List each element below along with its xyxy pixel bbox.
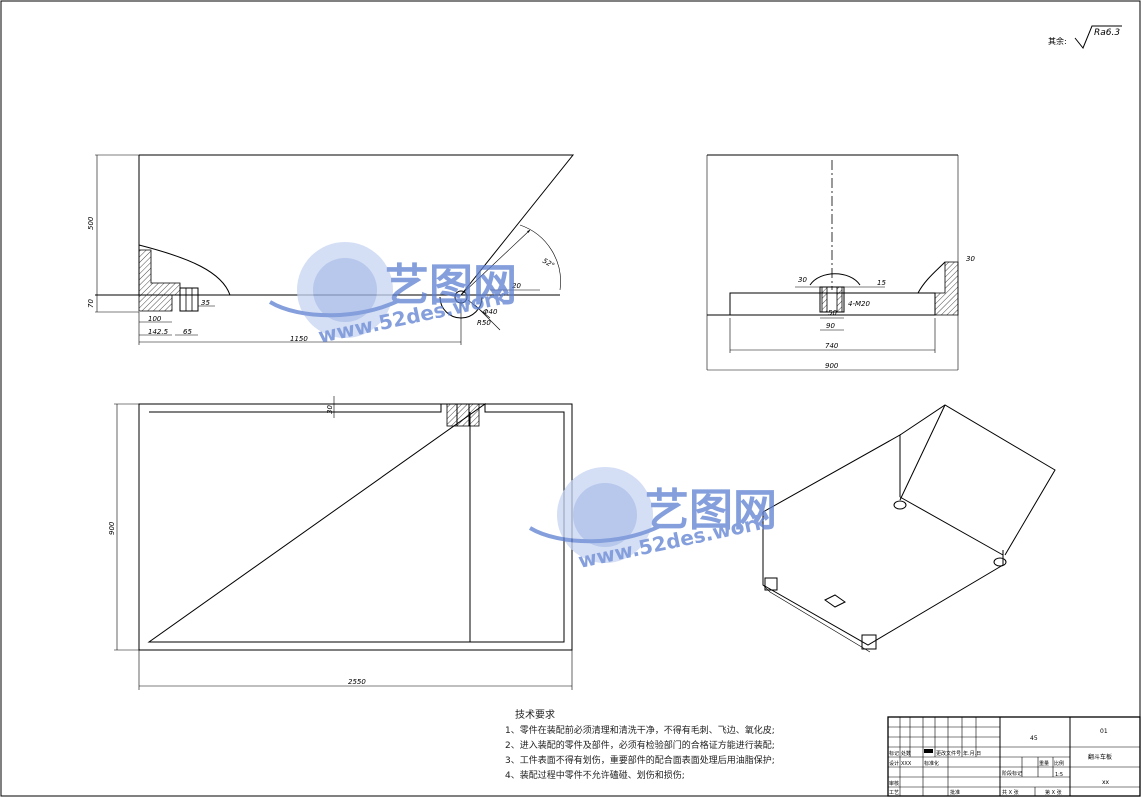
svg-text:R50: R50 bbox=[477, 319, 491, 327]
svg-text:比例: 比例 bbox=[1054, 760, 1064, 767]
svg-text:设计: 设计 bbox=[889, 760, 899, 767]
svg-text:技术要求: 技术要求 bbox=[515, 708, 555, 721]
svg-text:艺图网: 艺图网 bbox=[645, 485, 777, 536]
title-block: 标记 处数 更改文件号 年.月.日 设计 XXX 标准化 审核 工艺 批准 45… bbox=[887, 716, 1141, 797]
svg-text:100: 100 bbox=[148, 315, 162, 323]
svg-text:1150: 1150 bbox=[290, 335, 308, 343]
svg-text:xx: xx bbox=[1102, 779, 1110, 786]
svg-text:年.月.日: 年.月.日 bbox=[963, 750, 981, 757]
svg-text:艺图网: 艺图网 bbox=[385, 260, 517, 311]
svg-text:标准化: 标准化 bbox=[924, 760, 939, 767]
svg-text:Φ40: Φ40 bbox=[483, 308, 498, 316]
svg-text:标记: 标记 bbox=[889, 750, 899, 757]
svg-text:90: 90 bbox=[826, 322, 835, 330]
svg-text:3、工件表面不得有划伤，重要部件的配合面表面处理后用油脂保护: 3、工件表面不得有划伤，重要部件的配合面表面处理后用油脂保护; bbox=[505, 754, 775, 766]
svg-text:900: 900 bbox=[825, 362, 839, 370]
svg-text:740: 740 bbox=[825, 342, 839, 350]
svg-text:52°: 52° bbox=[541, 257, 556, 270]
svg-text:共 X 张: 共 X 张 bbox=[1002, 789, 1019, 796]
roughness-symbol: 其余: Ra6.3 bbox=[1048, 25, 1122, 49]
watermark-1: 艺图网 www.52des.work bbox=[268, 242, 517, 348]
side-section-hatch bbox=[934, 261, 959, 316]
front-view: 500 70 35 100 142.5 65 1150 52° 20 Φ40 R… bbox=[87, 154, 575, 345]
svg-text:70: 70 bbox=[87, 299, 95, 308]
svg-text:4、装配过程中零件不允许磕碰、划伤和损伤;: 4、装配过程中零件不允许磕碰、划伤和损伤; bbox=[505, 769, 685, 781]
svg-text:35: 35 bbox=[201, 299, 210, 307]
svg-text:审核: 审核 bbox=[889, 780, 899, 787]
front-section-hatch bbox=[138, 249, 181, 312]
svg-text:工艺: 工艺 bbox=[889, 790, 899, 796]
svg-text:第 X 张: 第 X 张 bbox=[1045, 789, 1062, 796]
svg-text:500: 500 bbox=[87, 216, 95, 230]
svg-text:处数: 处数 bbox=[901, 750, 911, 757]
svg-text:50: 50 bbox=[828, 309, 837, 317]
side-view: 30 15 30 50 4-M20 90 740 900 bbox=[706, 154, 975, 371]
watermark-2: 艺图网 www.52des.work bbox=[528, 467, 777, 573]
svg-text:更改文件号: 更改文件号 bbox=[936, 750, 961, 757]
svg-text:30: 30 bbox=[966, 255, 975, 263]
svg-text:批准: 批准 bbox=[950, 789, 960, 796]
top-view: 30 900 2550 bbox=[108, 396, 573, 690]
svg-text:15: 15 bbox=[877, 279, 886, 287]
svg-text:45: 45 bbox=[1030, 735, 1038, 742]
svg-text:XXX: XXX bbox=[901, 761, 912, 767]
svg-text:翻斗车板: 翻斗车板 bbox=[1088, 753, 1112, 761]
svg-text:01: 01 bbox=[1100, 728, 1108, 735]
svg-text:65: 65 bbox=[183, 328, 192, 336]
svg-text:2、进入装配的零件及部件，必须有检验部门的合格证方能进行装配: 2、进入装配的零件及部件，必须有检验部门的合格证方能进行装配; bbox=[505, 739, 775, 751]
svg-text:1:5: 1:5 bbox=[1055, 772, 1063, 778]
svg-text:20: 20 bbox=[512, 282, 521, 290]
svg-text:142.5: 142.5 bbox=[148, 328, 169, 336]
svg-text:30: 30 bbox=[326, 405, 334, 414]
svg-text:2550: 2550 bbox=[348, 678, 366, 686]
svg-text:其余:: 其余: bbox=[1048, 36, 1067, 46]
svg-text:4-M20: 4-M20 bbox=[848, 300, 870, 308]
svg-text:阶段标记: 阶段标记 bbox=[1002, 770, 1022, 777]
svg-text:重量: 重量 bbox=[1039, 760, 1049, 767]
svg-text:900: 900 bbox=[108, 521, 116, 535]
technical-notes: 技术要求 1、零件在装配前必须清理和清洗干净，不得有毛刺、飞边、氧化皮; 2、进… bbox=[505, 708, 775, 781]
svg-text:30: 30 bbox=[798, 276, 807, 284]
isometric-view bbox=[762, 404, 1056, 653]
svg-text:1、零件在装配前必须清理和清洗干净，不得有毛刺、飞边、氧化皮: 1、零件在装配前必须清理和清洗干净，不得有毛刺、飞边、氧化皮; bbox=[505, 724, 775, 736]
svg-text:Ra6.3: Ra6.3 bbox=[1094, 28, 1120, 38]
